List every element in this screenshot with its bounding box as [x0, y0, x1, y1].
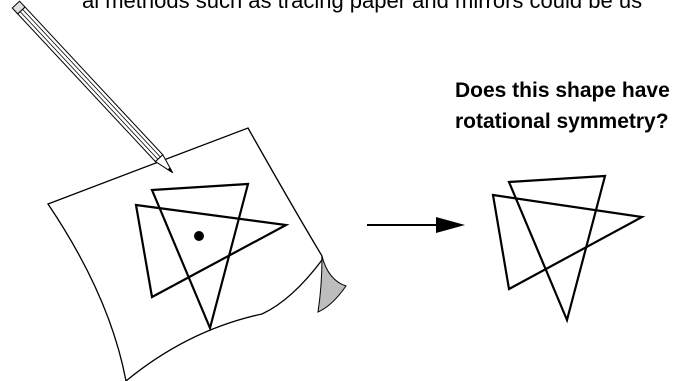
tracing-paper-sheet — [48, 128, 346, 381]
paper-curl — [318, 256, 346, 312]
arrow-right-icon — [367, 217, 465, 233]
pencil-icon — [12, 1, 176, 176]
shape-to-test — [493, 176, 642, 320]
rotation-centre-dot — [194, 231, 204, 241]
